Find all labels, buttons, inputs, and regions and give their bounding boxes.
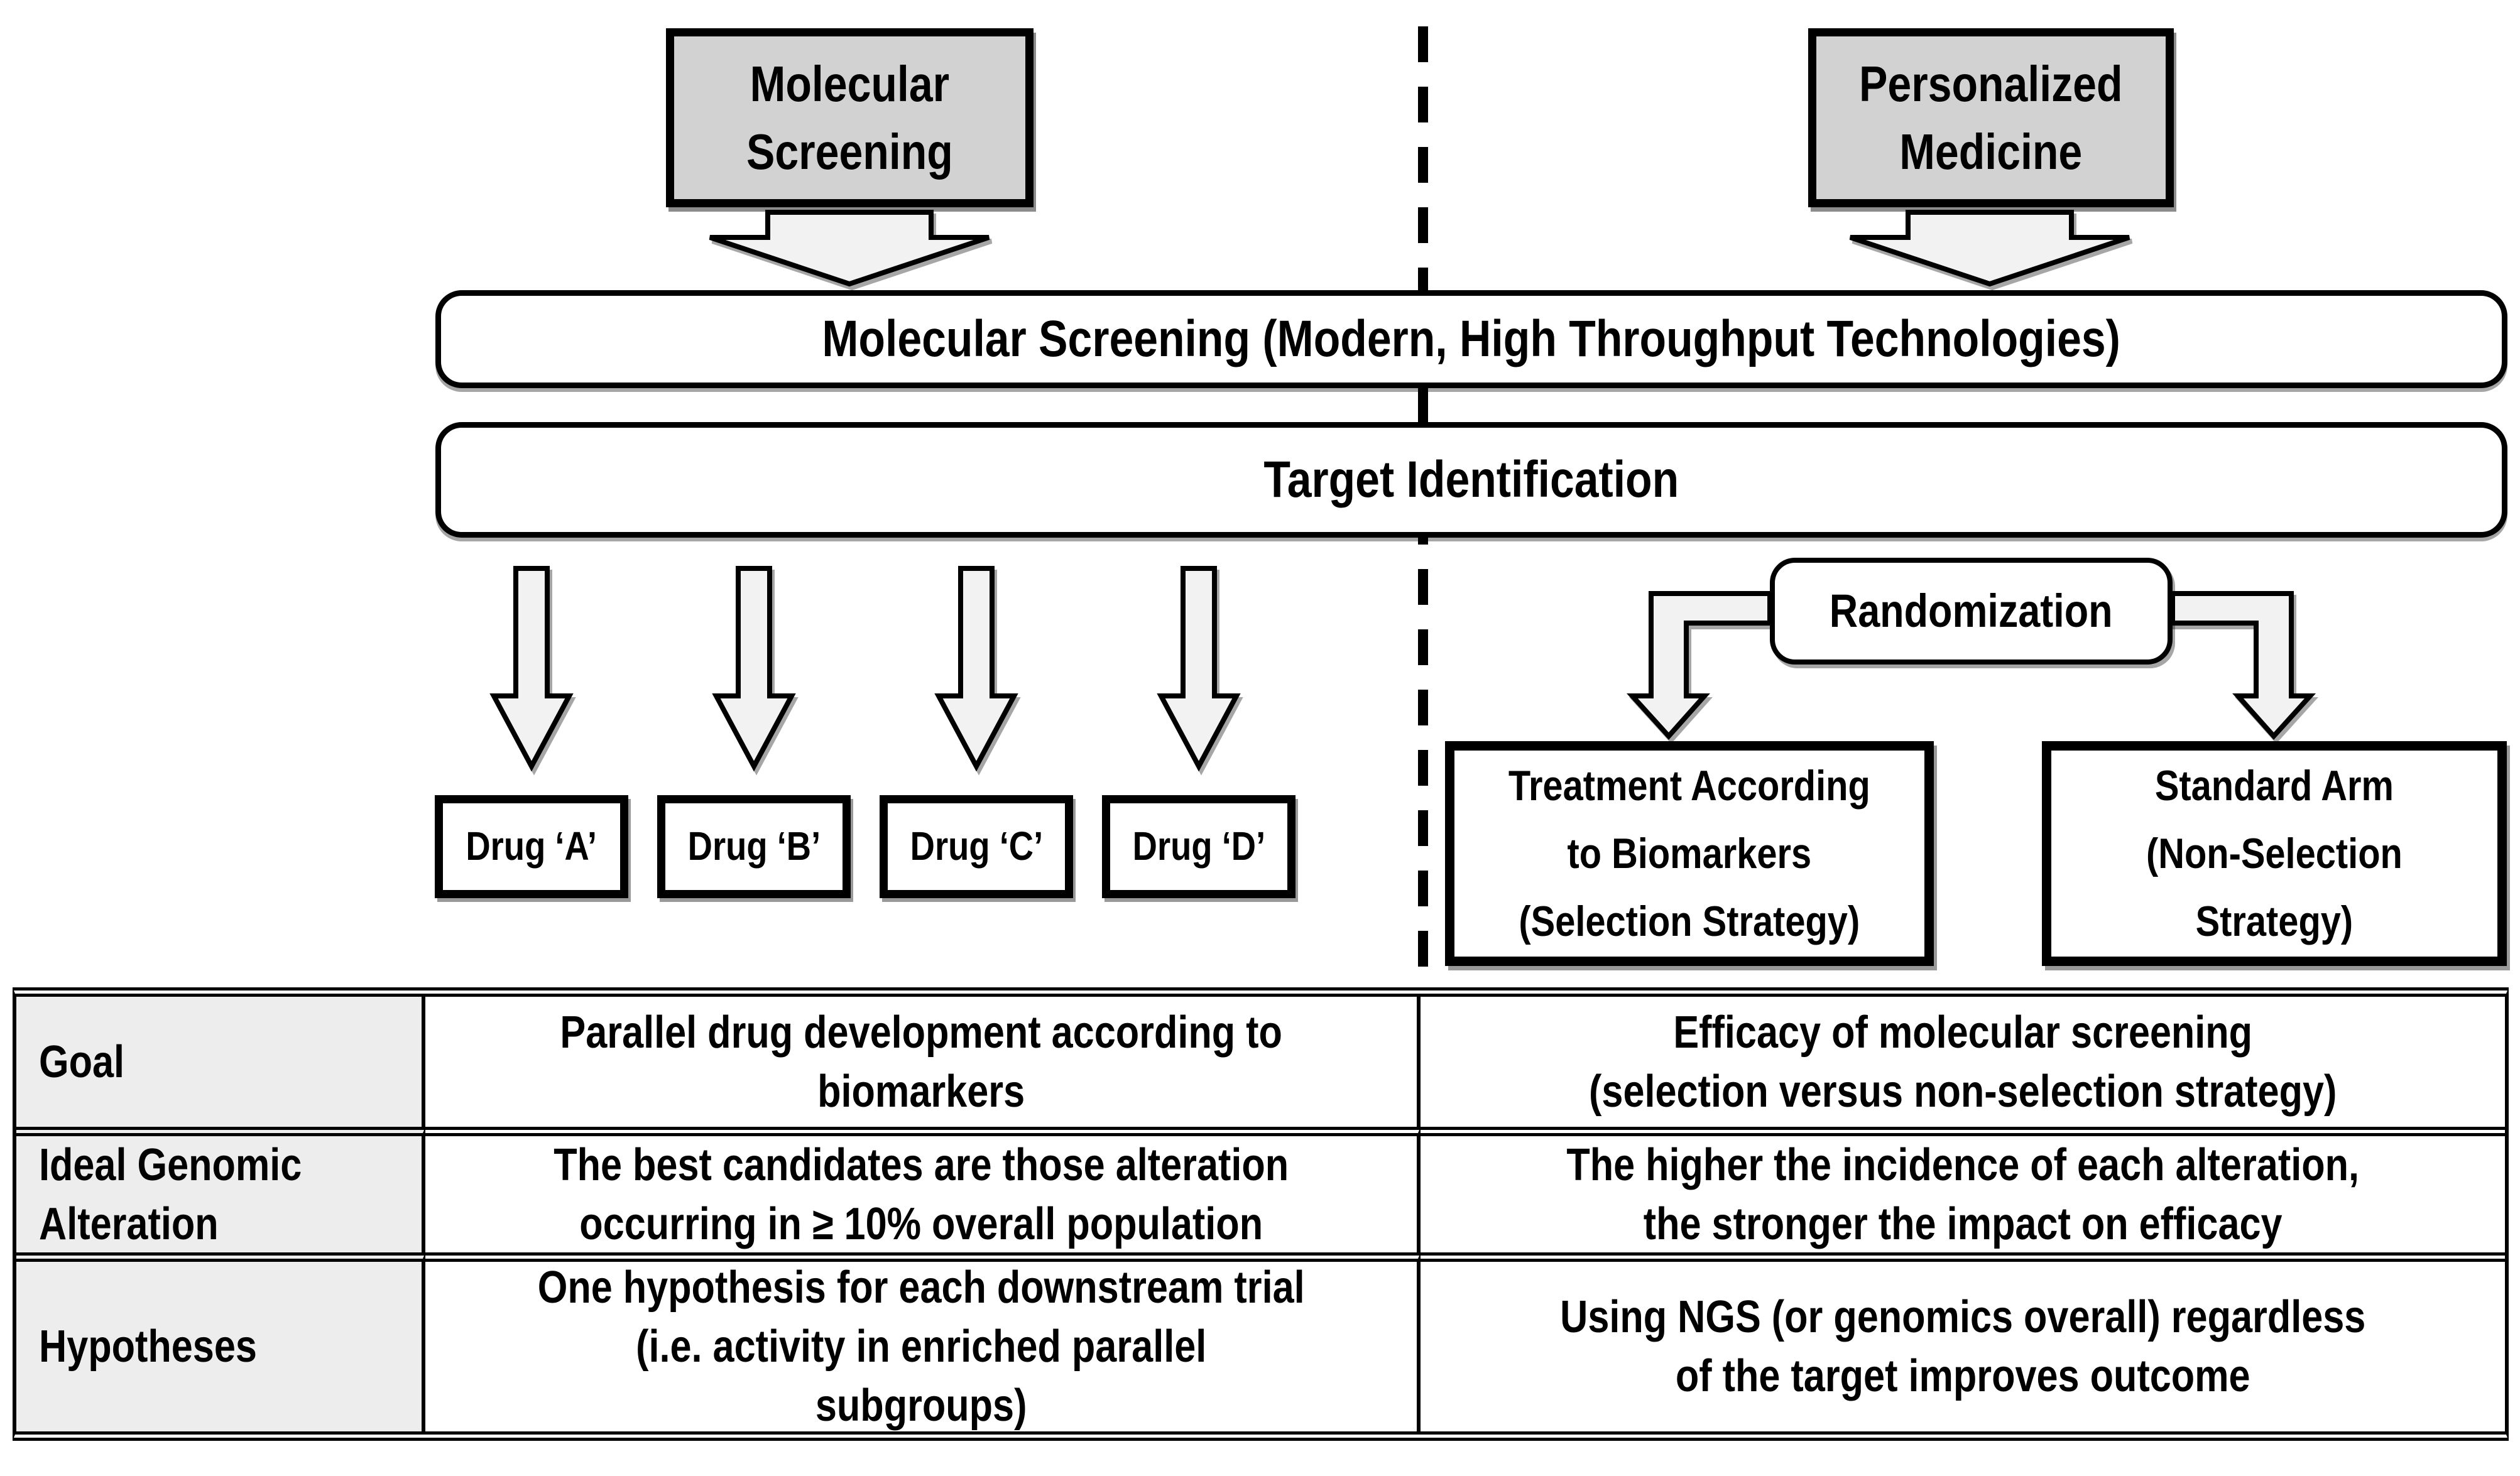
table-row-header-ideal-genomic-alteration: Ideal Genomic Alteration [16,1127,425,1252]
drug-c-label: Drug ‘C’ [910,823,1043,869]
down-long-arrow-icon [934,566,1018,772]
target-identification-banner: Target Identification [435,422,2507,538]
drug-a-label: Drug ‘A’ [466,823,597,869]
table-cell-hypotheses-right: Using NGS (or genomics overall) regardle… [1421,1252,2505,1431]
drug-d-label: Drug ‘D’ [1132,823,1265,869]
down-long-arrow-icon [1157,566,1241,772]
alteration-right-text: The higher the incidence of each alterat… [1566,1139,2359,1249]
randomization-label: Randomization [1830,585,2113,638]
randomization-box: Randomization [1770,558,2173,665]
table-row-header-hypotheses: Hypotheses [16,1252,425,1431]
down-long-arrow-icon [712,566,796,772]
down-long-arrow-icon [489,566,574,772]
molecular-screening-banner: Molecular Screening (Modern, High Throug… [435,290,2507,388]
hypotheses-right-text: Using NGS (or genomics overall) regardle… [1559,1292,2366,1401]
treatment-according-biomarkers-box: Treatment According to Biomarkers (Selec… [1445,741,1934,966]
comparison-table: Goal Parallel drug development according… [13,987,2509,1441]
table-cell-goal-left: Parallel drug development according to b… [425,997,1421,1127]
table-cell-alteration-right: The higher the incidence of each alterat… [1421,1127,2505,1252]
molecular-screening-banner-label: Molecular Screening (Modern, High Throug… [822,310,2121,367]
personalized-medicine-track-box: Personalized Medicine [1808,28,2174,207]
drug-b-box: Drug ‘B’ [657,795,851,898]
hypotheses-header-label: Hypotheses [39,1321,257,1372]
table-cell-hypotheses-left: One hypothesis for each downstream trial… [425,1252,1421,1431]
table-row-header-goal: Goal [16,997,425,1127]
drug-a-box: Drug ‘A’ [435,795,628,898]
ideal-genomic-alteration-header-label: Ideal Genomic Alteration [39,1139,302,1249]
molecular-screening-track-box: Molecular Screening [666,28,1034,207]
bent-left-down-arrow-icon [1626,591,1772,740]
goal-left-text: Parallel drug development according to b… [560,1007,1282,1117]
standard-arm-box: Standard Arm (Non-Selection Strategy) [2042,741,2507,966]
goal-header-label: Goal [39,1036,125,1087]
drug-d-box: Drug ‘D’ [1102,795,1295,898]
drug-b-label: Drug ‘B’ [687,823,821,869]
personalized-medicine-track-label: Personalized Medicine [1859,55,2123,180]
down-block-arrow-icon [1849,210,2130,287]
down-block-arrow-icon [709,210,990,287]
goal-right-text: Efficacy of molecular screening (selecti… [1588,1007,2337,1117]
drug-c-box: Drug ‘C’ [880,795,1073,898]
bent-right-down-arrow-icon [2170,591,2316,740]
table-cell-alteration-left: The best candidates are those alteration… [425,1127,1421,1252]
standard-arm-label: Standard Arm (Non-Selection Strategy) [2146,762,2403,945]
alteration-left-text: The best candidates are those alteration… [554,1139,1289,1249]
hypotheses-left-text: One hypothesis for each downstream trial… [537,1262,1305,1431]
table-cell-goal-right: Efficacy of molecular screening (selecti… [1421,997,2505,1127]
target-identification-banner-label: Target Identification [1263,450,1679,508]
treatment-according-biomarkers-label: Treatment According to Biomarkers (Selec… [1508,762,1870,945]
molecular-screening-track-label: Molecular Screening [746,55,953,180]
